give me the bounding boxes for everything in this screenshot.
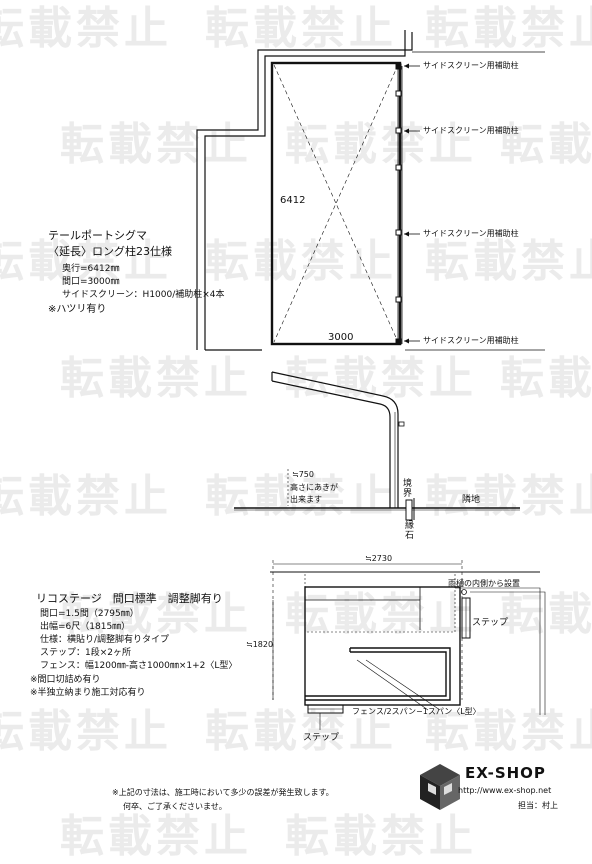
stage-spec-fence: フェンス：幅1200㎜-高さ1000㎜×1+2〈L型〉 — [40, 661, 238, 671]
carport-plan — [196, 30, 545, 351]
carport-width-label: 3000 — [328, 332, 354, 343]
stage-note: ※間口切詰め有り — [30, 675, 101, 685]
side-post-label: サイドスクリーン用補助柱 — [423, 61, 519, 70]
deck-plan — [270, 560, 546, 730]
footer-note: ※上記の寸法は、施工時において多少の誤差が発生致します。 — [112, 788, 334, 797]
side-post-label: サイドスクリーン用補助柱 — [423, 229, 519, 238]
stage-spec-depth: 出幅=6尺（1815㎜） — [40, 622, 131, 632]
carport-title: テールポートシグマ — [48, 229, 147, 242]
eave-note: 雨樋の内側から設置 — [448, 579, 520, 588]
carport-subtitle: 〈延長〉ロング柱23仕様 — [48, 245, 172, 258]
carport-spec-depth: 奥行=6412㎜ — [62, 264, 120, 274]
carport-note: ※ハツリ有り — [48, 304, 107, 315]
drawing-canvas — [196, 30, 546, 810]
side-post-label: サイドスクリーン用補助柱 — [423, 126, 519, 135]
curb-label: 縁石 — [405, 521, 415, 541]
step-bottom-label: ステップ — [303, 733, 340, 743]
stage-note: ※半独立納まり施工対応有り — [30, 688, 146, 698]
carport-spec-screen: サイドスクリーン：H1000/補助柱×4本 — [62, 290, 225, 300]
footer-note: 何卒、ご了承くださいませ。 — [123, 802, 227, 811]
stage-spec-width: 間口=1.5間（2795㎜） — [40, 609, 139, 619]
fence-label: フェンス/2スパン−1スパン〈L型〉 — [352, 707, 481, 716]
carport-section — [234, 371, 520, 521]
ex-shop-logo-icon — [420, 764, 460, 810]
brand-url[interactable]: http://www.ex-shop.net — [458, 786, 552, 795]
side-post-label: サイドスクリーン用補助柱 — [423, 336, 519, 345]
brand-name: EX-SHOP — [465, 764, 546, 782]
staff-label: 担当：村上 — [518, 801, 558, 810]
carport-depth-label: 6412 — [280, 195, 306, 206]
stage-width-dim: ≒2730 — [365, 554, 393, 563]
step-right-label: ステップ — [472, 618, 509, 628]
stage-height-dim: ≒1820 — [246, 640, 274, 649]
height-note: 高さにあきが — [290, 483, 338, 492]
neighbor-label: 隣地 — [462, 495, 481, 505]
height-note: 出来ます — [290, 495, 322, 504]
stage-spec-step: ステップ：1段×2ヶ所 — [40, 648, 131, 658]
carport-spec-width: 間口=3000㎜ — [62, 277, 120, 287]
boundary-label: 境界 — [403, 479, 413, 499]
stage-title: リコステージ 間口標準 調整脚有り — [36, 592, 223, 605]
height-note: ≒750 — [292, 470, 314, 479]
stage-spec-type: 仕様：横貼り/調整脚有りタイプ — [40, 635, 170, 645]
